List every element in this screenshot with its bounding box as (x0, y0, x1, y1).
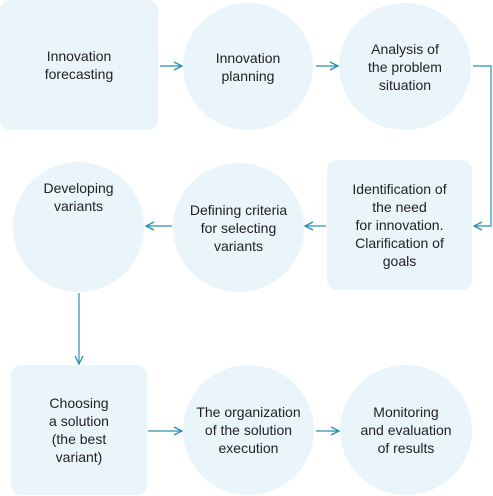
arrow-analysis-to-identification (473, 65, 492, 226)
node-monitoring-evaluation: Monitoring and evaluation of results (340, 365, 472, 495)
node-defining-criteria: Defining criteria for selecting variants (173, 163, 304, 292)
node-label: Identification of the need for innovatio… (352, 181, 447, 269)
node-innovation-forecasting: Innovation forecasting (0, 0, 158, 130)
node-label: The organization of the solution executi… (196, 404, 301, 456)
node-label: Developing variants (43, 180, 114, 214)
node-label: Innovation forecasting (44, 48, 114, 82)
node-analysis-problem: Analysis of the problem situation (339, 3, 471, 130)
node-identification-need: Identification of the need for innovatio… (327, 160, 472, 290)
node-innovation-planning: Innovation planning (183, 3, 313, 130)
node-label: Defining criteria for selecting variants (189, 201, 288, 254)
node-label: Choosing a solution (the best variant) (49, 395, 109, 465)
node-label: Monitoring and evaluation of results (360, 404, 452, 456)
node-choosing-solution: Choosing a solution (the best variant) (11, 365, 147, 495)
node-organization-execution: The organization of the solution executi… (183, 365, 314, 495)
node-label: Innovation planning (215, 49, 281, 84)
node-developing-variants: Developing variants (13, 162, 144, 292)
node-label: Analysis of the problem situation (368, 40, 442, 93)
